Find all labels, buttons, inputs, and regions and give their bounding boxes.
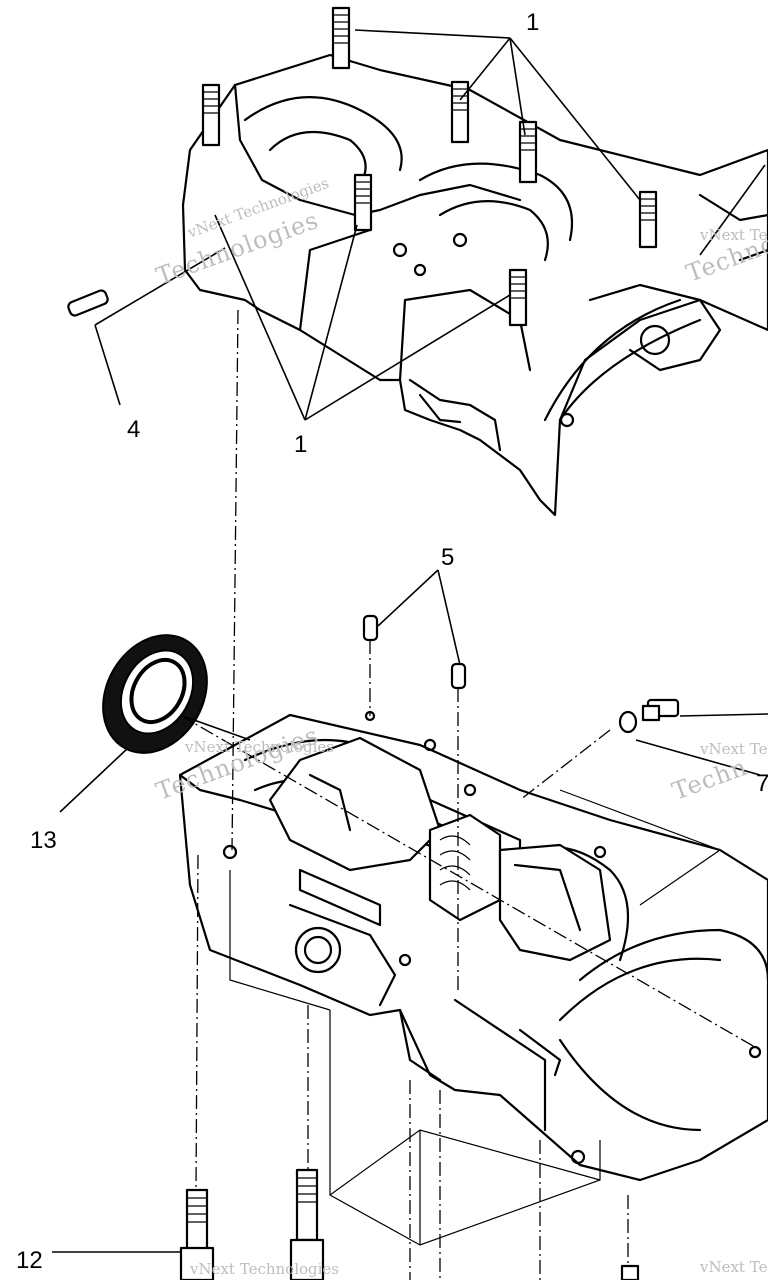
- callout-4: 4: [127, 416, 140, 443]
- watermark-bottom-right: vNext Te: [699, 1258, 768, 1276]
- leader-lines: [52, 29, 768, 1253]
- oil-seal-part: [102, 634, 208, 754]
- bolts-12: [179, 1168, 640, 1280]
- crankshaft: [268, 736, 612, 962]
- dowel-pin-part: [67, 289, 109, 317]
- alignment-lines: [179, 309, 761, 1280]
- callout-5: 5: [441, 544, 454, 571]
- callout-1-top: 1: [526, 9, 539, 36]
- callout-7: 7: [756, 770, 768, 797]
- watermark-mid-right: vNext Te: [699, 740, 768, 758]
- dowel-pins-5: [362, 614, 467, 690]
- lower-crankcase: [178, 710, 768, 1182]
- watermark-mid-left: vNext Technologies: [184, 738, 334, 756]
- callout-labels: 1 1 4 5 7 12 13: [16, 9, 768, 1274]
- stud-group: [201, 6, 658, 327]
- watermark-upper-right: vNext Te: [699, 226, 768, 244]
- bolt-washer-7: [618, 698, 680, 734]
- callout-12: 12: [16, 1247, 43, 1274]
- callout-1-mid: 1: [294, 431, 307, 458]
- upper-crankcase: [181, 6, 768, 517]
- callout-13: 13: [30, 827, 57, 854]
- watermark-bottom-left: vNext Technologies: [189, 1260, 339, 1278]
